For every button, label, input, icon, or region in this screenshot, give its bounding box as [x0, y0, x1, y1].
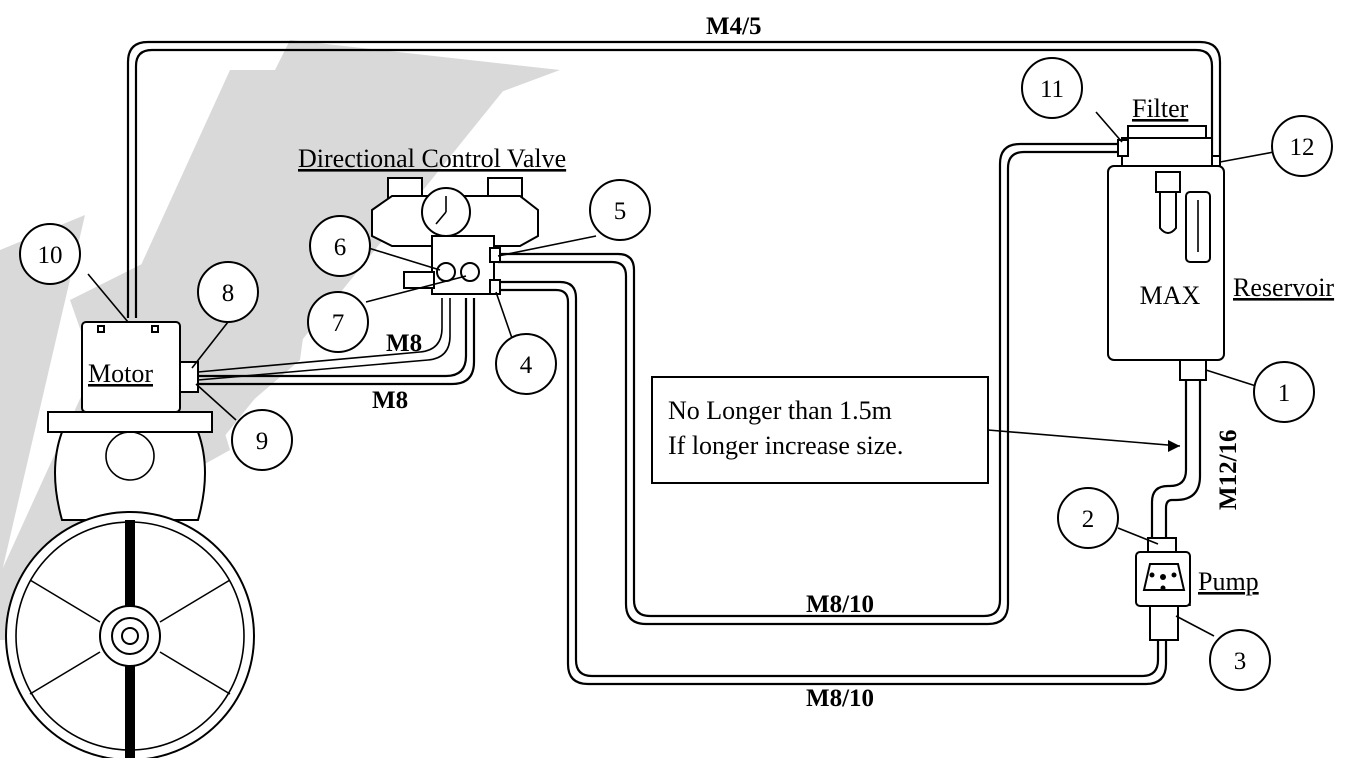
- callout-7: 7: [307, 291, 369, 353]
- motor-label: Motor: [88, 359, 153, 388]
- callout-5: 5: [589, 179, 651, 241]
- note-line-2: If longer increase size.: [668, 431, 903, 460]
- valve-label: Directional Control Valve: [298, 144, 566, 173]
- svg-text:8: 8: [222, 280, 235, 307]
- svg-text:11: 11: [1040, 76, 1064, 103]
- callout-12: 12: [1271, 115, 1333, 177]
- callout-1: 1: [1253, 361, 1315, 423]
- motor-line-size-b: M8: [372, 387, 408, 414]
- filter-port-fitting: [1117, 139, 1129, 157]
- directional-control-valve: [371, 177, 539, 295]
- reservoir-logo: MAX: [1140, 281, 1201, 310]
- svg-text:5: 5: [614, 198, 627, 225]
- motor: [47, 321, 213, 521]
- svg-text:10: 10: [38, 242, 63, 269]
- svg-text:7: 7: [332, 310, 345, 337]
- propeller: [5, 511, 255, 758]
- return-line-size: M4/5: [706, 13, 762, 40]
- note-line-1: No Longer than 1.5m: [668, 396, 892, 425]
- suction-line-size: M12/16: [1215, 429, 1242, 510]
- svg-text:6: 6: [334, 234, 347, 261]
- callout-4: 4: [495, 333, 557, 395]
- reservoir: MAX: [1107, 125, 1225, 381]
- pump-line-size-upper: M8/10: [806, 591, 874, 618]
- svg-text:1: 1: [1278, 380, 1291, 407]
- motor-line-size-a: M8: [386, 330, 422, 357]
- svg-text:2: 2: [1082, 506, 1095, 533]
- callout-3: 3: [1209, 629, 1271, 691]
- callout-6: 6: [309, 215, 371, 277]
- reservoir-return-fitting: [1211, 155, 1221, 167]
- callout-9: 9: [231, 409, 293, 471]
- svg-text:4: 4: [520, 352, 533, 379]
- callout-leaders: [87, 111, 1275, 637]
- pump-label: Pump: [1198, 567, 1259, 596]
- pump-to-valve-pipe: [498, 280, 1168, 686]
- svg-text:9: 9: [256, 428, 269, 455]
- pump-line-size-lower: M8/10: [806, 685, 874, 712]
- filter-label: Filter: [1132, 94, 1189, 123]
- filter-to-valve-pipe: [498, 142, 1122, 626]
- reservoir-label: Reservoir: [1233, 273, 1334, 302]
- return-line-pipe: [126, 40, 1222, 318]
- callout-10: 10: [19, 223, 81, 285]
- svg-text:3: 3: [1234, 648, 1247, 675]
- callout-2: 2: [1057, 487, 1119, 549]
- callout-8: 8: [197, 261, 259, 323]
- svg-text:12: 12: [1290, 134, 1315, 161]
- motor-lines-pipe: [197, 298, 476, 386]
- suction-line-pipe: [1150, 380, 1202, 540]
- length-note: No Longer than 1.5m If longer increase s…: [651, 376, 1181, 484]
- pump: [1135, 537, 1191, 641]
- callout-11: 11: [1021, 57, 1083, 119]
